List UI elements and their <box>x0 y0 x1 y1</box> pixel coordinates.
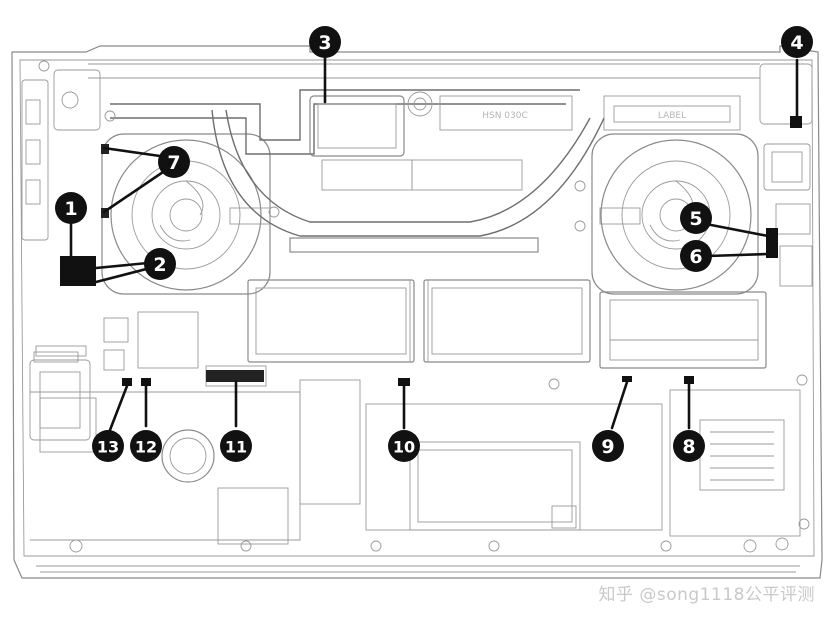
callout-5: 5 <box>680 202 712 234</box>
right-fan-label-text: LABEL <box>658 111 686 121</box>
connector-4 <box>790 116 802 128</box>
callout-2-label: 2 <box>153 254 166 276</box>
connector-13 <box>122 378 132 386</box>
callout-9-label: 9 <box>601 436 614 458</box>
memory-slots <box>247 279 591 363</box>
callout-7: 7 <box>158 146 190 178</box>
callout-6: 6 <box>680 240 712 272</box>
callout-4-label: 4 <box>790 32 803 54</box>
callout-12-label: 12 <box>135 438 157 457</box>
callout-6-label: 6 <box>689 246 702 268</box>
connector-1 <box>60 256 96 286</box>
callout-1: 1 <box>55 192 87 224</box>
callout-1-label: 1 <box>64 198 77 220</box>
callout-12: 12 <box>130 430 162 462</box>
callout-8: 8 <box>673 430 705 462</box>
connector-9 <box>622 376 632 382</box>
left-io-area <box>21 69 101 441</box>
connectors <box>60 144 778 386</box>
left-fan <box>101 133 271 295</box>
callout-10-label: 10 <box>393 438 415 457</box>
watermark: 知乎 @song1118公平评测 <box>598 585 815 605</box>
base-enclosure <box>11 45 823 579</box>
right-io-area <box>759 63 813 287</box>
connector-8 <box>684 376 694 384</box>
right-fan: LABEL <box>591 95 759 295</box>
callout-2: 2 <box>144 248 176 280</box>
ssd-module <box>599 291 767 369</box>
callout-5-label: 5 <box>689 208 702 230</box>
connector-11 <box>206 370 264 382</box>
callout-11: 11 <box>220 430 252 462</box>
connector-7b <box>101 208 109 218</box>
callout-8-label: 8 <box>682 436 695 458</box>
lower-chassis <box>30 379 801 553</box>
callout-9: 9 <box>592 430 624 462</box>
heatsink-label-text: HSN 030C <box>482 111 528 121</box>
callout-13: 13 <box>92 430 124 462</box>
callout-3: 3 <box>309 26 341 58</box>
heat-pipe: HSN 030C <box>110 89 605 253</box>
callout-4: 4 <box>781 26 813 58</box>
callout-11-label: 11 <box>225 438 247 457</box>
screws <box>38 60 810 552</box>
callout-10: 10 <box>388 430 420 462</box>
callout-7-label: 7 <box>167 152 180 174</box>
connector-10 <box>398 378 410 386</box>
callout-3-label: 3 <box>318 32 331 54</box>
callout-13-label: 13 <box>97 438 119 457</box>
connector-12 <box>141 378 151 386</box>
